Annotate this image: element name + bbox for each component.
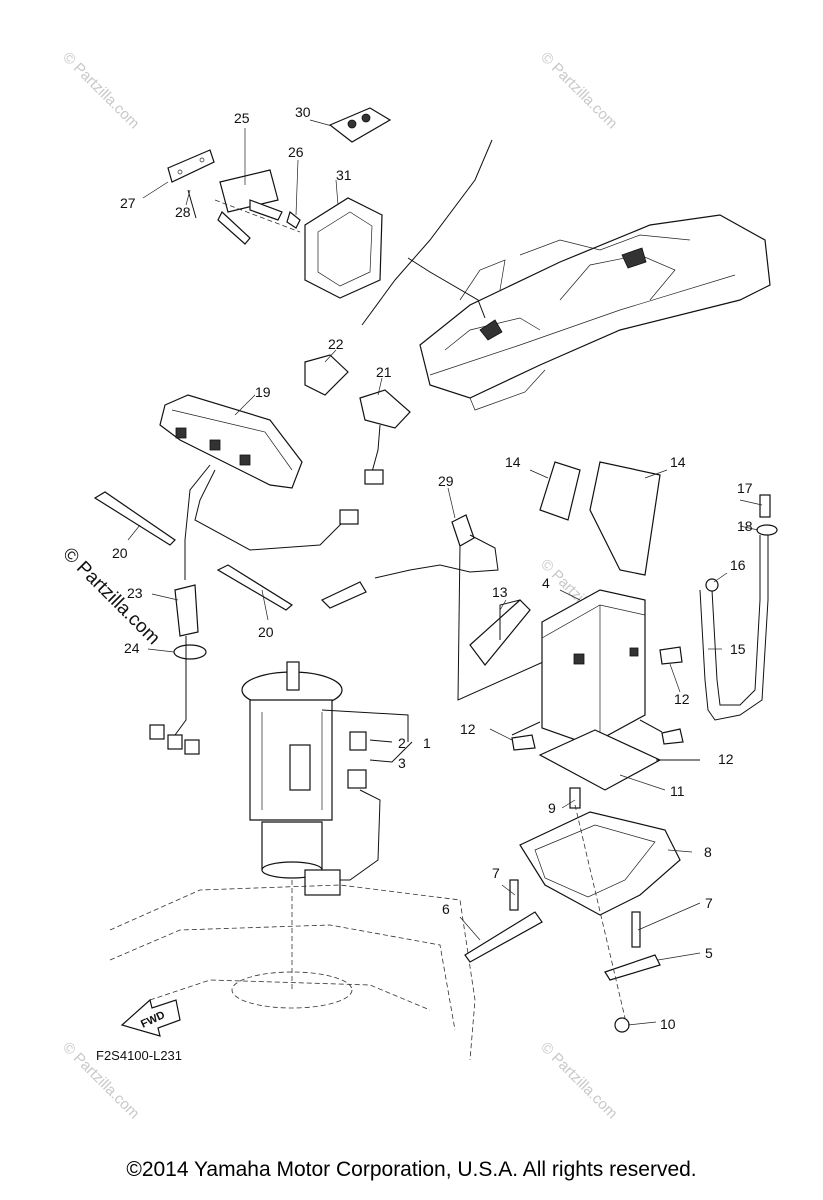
callout-15: 15 <box>730 641 746 657</box>
callout-10: 10 <box>660 1016 676 1032</box>
callout-17: 17 <box>737 480 753 496</box>
callout-14b: 14 <box>670 454 686 470</box>
callout-28: 28 <box>175 204 191 220</box>
callout-16: 16 <box>730 557 746 573</box>
watercraft-illustration <box>361 139 771 411</box>
callout-22: 22 <box>328 336 344 352</box>
callout-20b: 20 <box>258 624 274 640</box>
callout-26: 26 <box>288 144 304 160</box>
meter-assembly <box>159 354 411 580</box>
copyright-notice: ©2014 Yamaha Motor Corporation, U.S.A. A… <box>126 1158 697 1181</box>
callout-23: 23 <box>127 585 143 601</box>
callout-7a: 7 <box>492 865 500 881</box>
callout-18: 18 <box>737 518 753 534</box>
battery-case <box>464 787 681 1033</box>
callout-11: 11 <box>670 783 685 799</box>
sensor-cable <box>320 514 571 701</box>
fwd-arrow: FWD <box>120 998 181 1037</box>
callout-12c: 12 <box>718 751 734 767</box>
callout-21: 21 <box>376 364 392 380</box>
callout-24: 24 <box>124 640 140 656</box>
vent-hose <box>699 494 778 721</box>
callout-3: 3 <box>398 755 406 771</box>
callout-29: 29 <box>438 473 454 489</box>
watermark-bottom-right: © Partzilla.com <box>537 1039 620 1122</box>
callout-7b: 7 <box>705 895 713 911</box>
callout-6: 6 <box>442 901 450 917</box>
callout-30: 30 <box>295 104 311 120</box>
battery-assembly <box>469 461 700 791</box>
fuel-pump-assembly <box>241 661 413 990</box>
callout-9: 9 <box>548 800 556 816</box>
callout-4: 4 <box>542 575 550 591</box>
callout-27: 27 <box>120 195 136 211</box>
callout-12b: 12 <box>674 691 690 707</box>
callout-labels: 1 2 3 4 5 6 7 7 8 9 10 11 12 12 12 13 14… <box>112 104 753 1032</box>
watermark-top-left: © Partzilla.com <box>59 49 142 132</box>
callout-13: 13 <box>492 584 508 600</box>
remote-control-assembly <box>167 107 392 299</box>
callout-25: 25 <box>234 110 250 126</box>
callout-5: 5 <box>705 945 713 961</box>
diagram-code: F2S4100-L231 <box>96 1048 182 1063</box>
watermark-top-right: © Partzilla.com <box>537 49 620 132</box>
callout-19: 19 <box>255 384 271 400</box>
callout-1: 1 <box>423 735 431 751</box>
callout-2: 2 <box>398 735 406 751</box>
callout-14a: 14 <box>505 454 521 470</box>
callout-20a: 20 <box>112 545 128 561</box>
leader-lines <box>127 119 763 1026</box>
callout-12a: 12 <box>460 721 476 737</box>
callout-31: 31 <box>336 167 352 183</box>
callout-8: 8 <box>704 844 712 860</box>
hull-outline <box>109 884 476 1061</box>
